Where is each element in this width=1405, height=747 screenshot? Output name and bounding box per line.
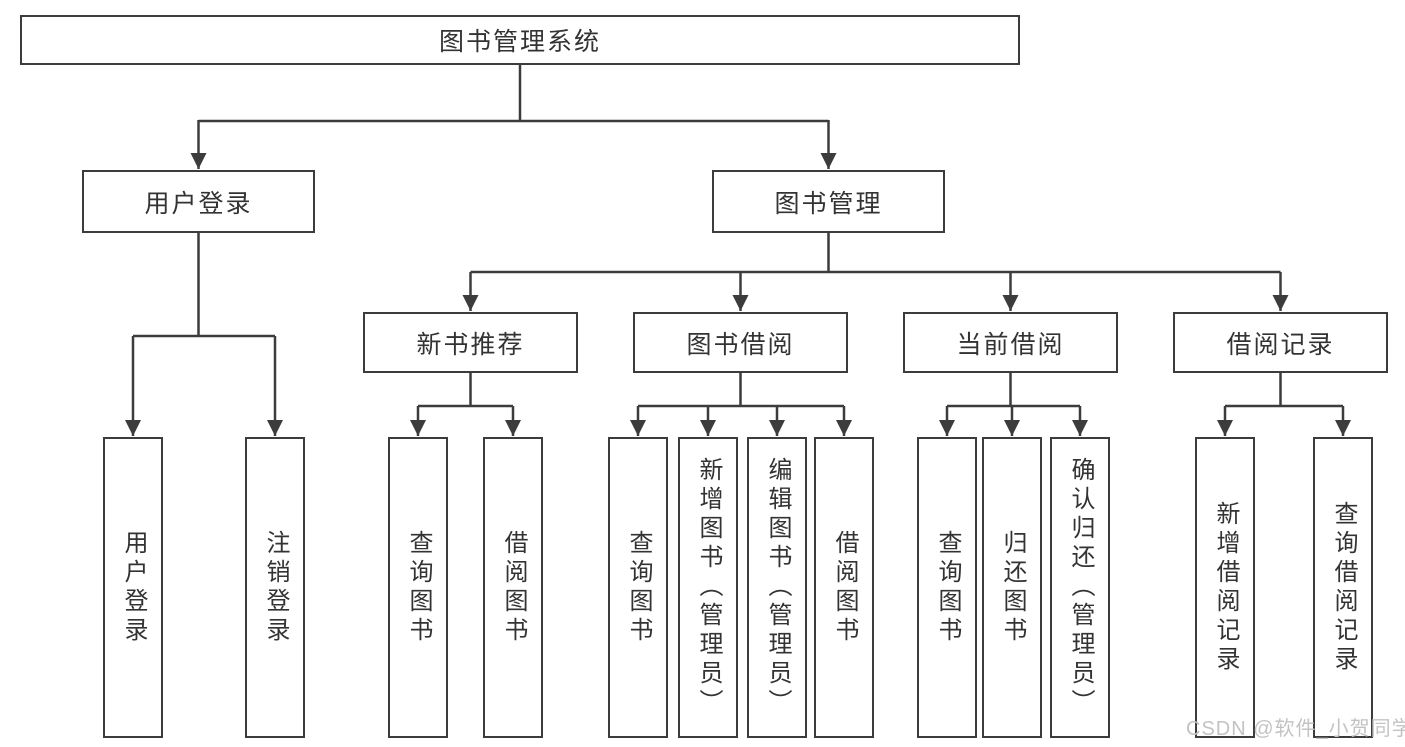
leaf-edit-book-admin: 编辑图书（管理员） xyxy=(747,437,807,738)
node-book-management-system: 图书管理系统 xyxy=(20,15,1020,65)
node-user-login: 用户登录 xyxy=(82,170,315,233)
leaf-label: 查询图书 xyxy=(625,529,652,646)
leaf-label: 借阅图书 xyxy=(500,529,527,646)
leaf-label: 用户登录 xyxy=(120,529,147,646)
leaf-label: 查询图书 xyxy=(934,529,961,646)
leaf-query-books-3: 查询图书 xyxy=(917,437,977,738)
leaf-label: 新增借阅记录 xyxy=(1212,500,1239,675)
leaf-query-borrow-record: 查询借阅记录 xyxy=(1313,437,1373,738)
node-borrow-records: 借阅记录 xyxy=(1173,312,1388,373)
leaf-label: 确认归还（管理员） xyxy=(1067,457,1094,718)
leaf-label: 注销登录 xyxy=(262,529,289,646)
leaf-user-login: 用户登录 xyxy=(103,437,163,738)
leaf-query-books-1: 查询图书 xyxy=(388,437,448,738)
leaf-label: 编辑图书（管理员） xyxy=(764,457,791,718)
leaf-label: 查询借阅记录 xyxy=(1330,500,1357,675)
leaf-borrow-books-2: 借阅图书 xyxy=(814,437,874,738)
csdn-watermark: CSDN @软件_小贺同学 xyxy=(1186,718,1405,740)
leaf-borrow-books-1: 借阅图书 xyxy=(483,437,543,738)
leaf-confirm-return-admin: 确认归还（管理员） xyxy=(1050,437,1110,738)
leaf-add-borrow-record: 新增借阅记录 xyxy=(1195,437,1255,738)
node-book-borrow: 图书借阅 xyxy=(633,312,848,373)
leaf-label: 新增图书（管理员） xyxy=(695,457,722,718)
node-book-management: 图书管理 xyxy=(712,170,945,233)
node-new-book-recommend: 新书推荐 xyxy=(363,312,578,373)
leaf-query-books-2: 查询图书 xyxy=(608,437,668,738)
leaf-label: 查询图书 xyxy=(405,529,432,646)
leaf-add-book-admin: 新增图书（管理员） xyxy=(678,437,738,738)
leaf-return-books: 归还图书 xyxy=(982,437,1042,738)
leaf-label: 借阅图书 xyxy=(831,529,858,646)
leaf-logout: 注销登录 xyxy=(245,437,305,738)
leaf-label: 归还图书 xyxy=(999,529,1026,646)
node-current-borrow: 当前借阅 xyxy=(903,312,1118,373)
